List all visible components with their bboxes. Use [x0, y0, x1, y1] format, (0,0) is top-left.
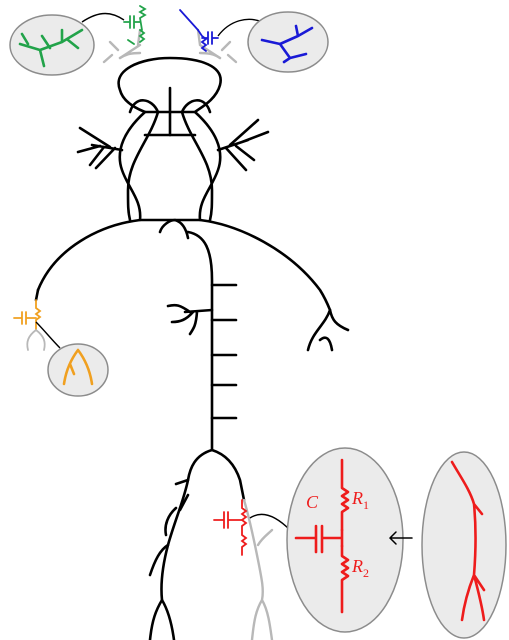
green-link — [127, 39, 135, 45]
bubble-green — [9, 14, 95, 76]
orange-windkessel — [13, 299, 46, 351]
bubble-circuit-shape — [286, 447, 404, 633]
red-resistor — [240, 499, 248, 556]
circle-crossbar-right — [180, 99, 212, 114]
iliac-right — [210, 448, 246, 502]
leg-left-2 — [164, 506, 178, 537]
green-resistor — [138, 5, 147, 43]
left-arrow-icon — [388, 531, 413, 545]
red-windkessel — [213, 499, 248, 556]
blue-vessel-icon — [260, 24, 314, 64]
green-capacitor — [123, 15, 141, 29]
green-windkessel — [123, 5, 147, 45]
circle-crossbar-left — [128, 99, 160, 114]
faded-head-right — [196, 28, 238, 64]
orange-resistor — [34, 299, 42, 331]
connector-red — [249, 513, 291, 531]
bubble-red-vessel — [421, 451, 507, 639]
r1-label: R1 — [351, 488, 369, 512]
connectors — [35, 12, 291, 531]
renal-branch — [166, 303, 214, 336]
green-vessel-icon — [18, 28, 84, 68]
r2-label: R2 — [351, 556, 369, 580]
iliac-left-outer — [174, 478, 190, 512]
right-vessel-loop — [193, 110, 222, 222]
blue-windkessel — [179, 9, 219, 52]
capacitor-plates — [294, 524, 344, 554]
blue-link — [179, 9, 199, 31]
red-vessel-icon — [450, 460, 486, 622]
right-inner-loop — [180, 110, 214, 222]
orange-vessel-icon — [62, 348, 94, 386]
bubble-circuit: C R1 R2 — [286, 447, 404, 633]
left-arm — [34, 288, 40, 302]
bubble-blue-shape — [247, 11, 329, 73]
r1-resistor — [340, 458, 350, 532]
descending-aorta — [186, 230, 214, 452]
faded-right-leg — [242, 498, 274, 640]
blue-capacitor — [201, 31, 219, 45]
iliac-left — [160, 448, 214, 602]
aortic-arch — [36, 218, 332, 312]
connector-orange — [35, 321, 61, 349]
right-arm-tail — [306, 308, 350, 352]
left-vessel-loop — [118, 110, 147, 222]
bubble-orange — [47, 343, 109, 397]
arch-center — [158, 218, 190, 240]
orange-faded-legs — [26, 329, 46, 351]
faded-head-top — [118, 51, 222, 60]
red-capacitor — [213, 511, 243, 529]
windkessel-circuit — [294, 458, 350, 614]
blue-resistor — [197, 29, 208, 52]
faded-vessels — [102, 28, 274, 640]
cerebral-circle — [117, 56, 222, 114]
r2-resistor — [340, 544, 350, 614]
left-inner-loop — [126, 110, 160, 222]
left-face-branch — [76, 126, 124, 170]
connector-green — [81, 12, 125, 23]
leg-left — [148, 543, 176, 640]
connector-blue — [217, 18, 263, 37]
bubble-blue — [247, 11, 329, 73]
bubble-red-shape — [421, 451, 507, 639]
arterial-tree — [34, 56, 350, 640]
right-face-branch — [216, 118, 270, 172]
faded-head-left — [102, 28, 142, 64]
orange-capacitor — [13, 311, 37, 325]
capacitor-label: C — [306, 492, 319, 512]
